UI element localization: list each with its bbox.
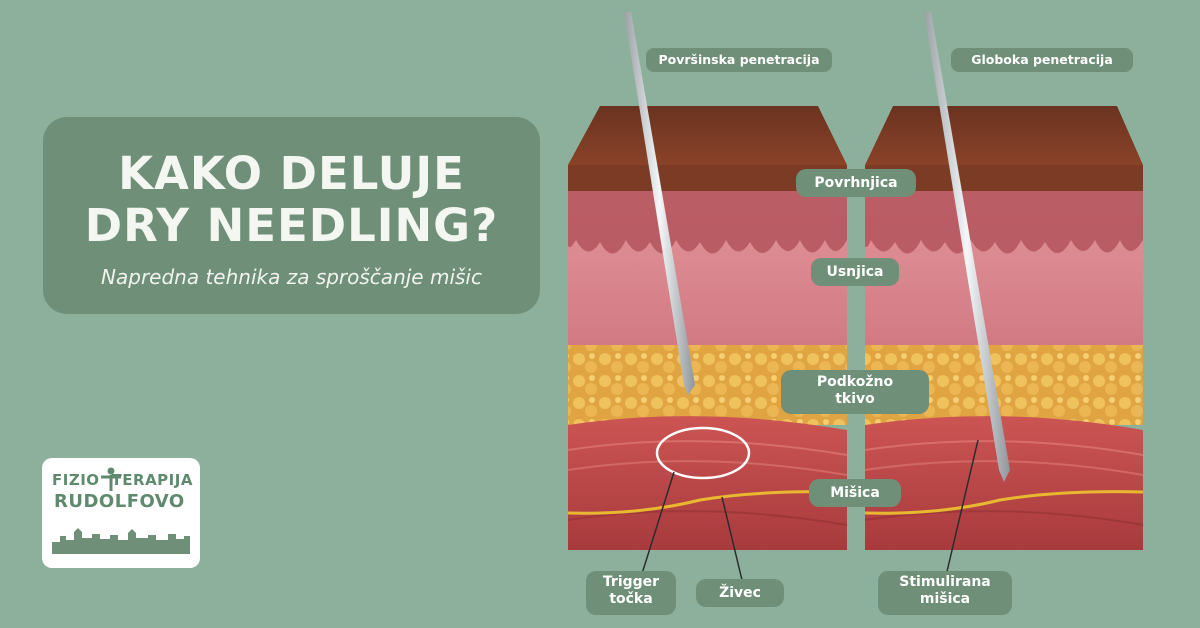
stimulated-muscle-label-line-1: Stimulirana (899, 574, 991, 590)
muscle-right (865, 416, 1143, 550)
person-icon (101, 467, 121, 491)
trigger-point-label: Trigger točka (586, 571, 676, 615)
trigger-point-marker (655, 426, 751, 480)
deep-penetration-label: Globoka penetracija (951, 48, 1133, 72)
logo-line-2: RUDOLFOVO (54, 491, 185, 512)
nerve-left (567, 490, 848, 515)
trigger-point-label-line-1: Trigger (602, 574, 660, 590)
stimulated-muscle-label: Stimulirana mišica (878, 571, 1012, 615)
skin-surface-left (568, 106, 847, 165)
needle-right (924, 12, 1010, 482)
muscle-label: Mišica (809, 479, 901, 507)
logo-text-terapija: TERAPIJA (111, 471, 193, 489)
trigger-point-label-line-2: točka (609, 590, 653, 607)
skin-surface-right (865, 106, 1143, 165)
muscle-left (568, 416, 847, 550)
nerve-right (864, 490, 1144, 515)
subtitle: Napredna tehnika za sproščanje mišic (101, 265, 482, 289)
subcutaneous-label: Podkožno tkivo (781, 370, 929, 414)
superficial-penetration-label: Površinska penetracija (646, 48, 832, 72)
subcutaneous-label-line-2: tkivo (835, 390, 875, 407)
logo-text-fizio: FIZIO (52, 471, 100, 489)
title-card: KAKO DELUJE DRY NEEDLING? Napredna tehni… (43, 117, 540, 314)
nerve-label: Živec (696, 579, 784, 607)
superficial-block (567, 12, 848, 581)
logo-line-1: FIZIO TERAPIJA (52, 471, 193, 489)
epidermis-label: Povrhnjica (796, 169, 916, 197)
stimulated-muscle-label-line-2: mišica (919, 590, 971, 607)
headline-line-2: DRY NEEDLING? (84, 199, 499, 252)
subcutaneous-label-line-1: Podkožno (816, 374, 894, 390)
headline-line-1: KAKO DELUJE (118, 147, 465, 200)
fizioterapija-logo: FIZIO TERAPIJA RUDOLFOVO (42, 458, 200, 568)
deep-block (864, 12, 1144, 581)
skyline-icon (52, 528, 190, 554)
dermis-label: Usnjica (811, 258, 899, 286)
needle-left (624, 12, 695, 395)
